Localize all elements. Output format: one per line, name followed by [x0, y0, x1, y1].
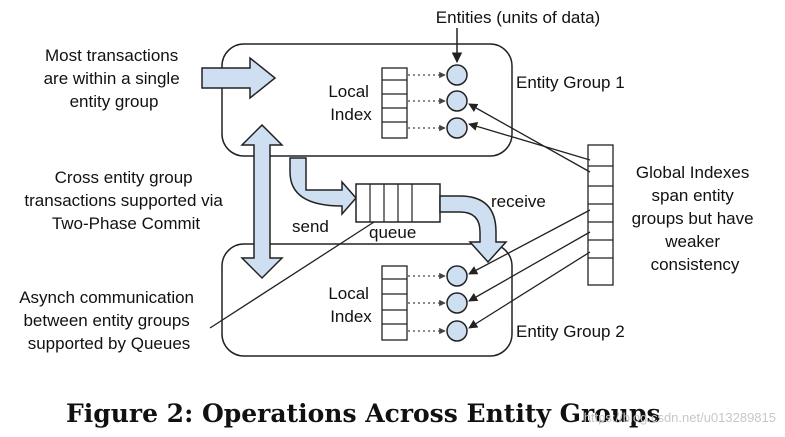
local-index-top-pointers — [408, 71, 446, 132]
most-transactions-label: Most transactions are within a single en… — [44, 46, 185, 111]
entity-circle — [446, 320, 468, 342]
queue-box — [355, 183, 441, 223]
local-index-top-table — [381, 67, 408, 139]
entity-circle — [446, 64, 468, 86]
most-transactions-arrow — [201, 56, 277, 100]
watermark: https://blog.csdn.net/u013289815 — [584, 410, 776, 425]
global-index-table — [587, 144, 614, 286]
local-index-bottom-label: Local Index — [328, 284, 373, 326]
entity-circle — [446, 292, 468, 314]
figure-caption: Figure 2: Operations Across Entity Group… — [66, 399, 661, 428]
cross-group-label: Cross entity group transactions supporte… — [24, 168, 227, 233]
send-arrow — [289, 157, 357, 216]
receive-label: receive — [491, 192, 546, 211]
local-index-bottom-pointers — [408, 272, 446, 335]
entities-label: Entities (units of data) — [436, 8, 600, 27]
entity-circle — [446, 90, 468, 112]
entity-group-1-label: Entity Group 1 — [516, 73, 625, 92]
asynch-label: Asynch communication between entity grou… — [19, 288, 199, 353]
queue-label: queue — [369, 223, 416, 242]
entity-circle — [446, 117, 468, 139]
send-label: send — [292, 217, 329, 236]
asynch-queue-pointer — [209, 221, 375, 329]
receive-arrow — [439, 195, 508, 264]
global-indexes-label: Global Indexes span entity groups but ha… — [632, 163, 759, 274]
entity-group-2-label: Entity Group 2 — [516, 322, 625, 341]
local-index-top-label: Local Index — [328, 82, 373, 124]
global-index-pointers — [468, 103, 591, 329]
two-phase-commit-arrow — [240, 123, 284, 280]
local-index-bottom-table — [381, 265, 408, 341]
entity-circle — [446, 265, 468, 287]
